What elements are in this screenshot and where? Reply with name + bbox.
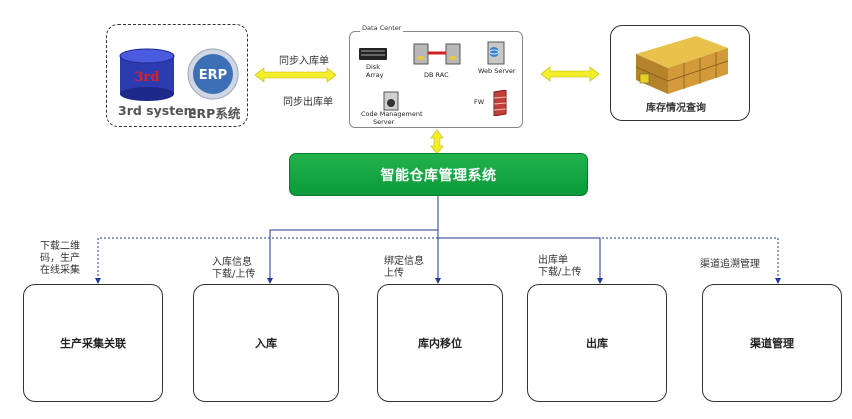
smart-wms-label: 智能仓库管理系统 [380,167,497,184]
sync-double-arrow [254,67,337,83]
module-production-link: 生产采集关联 [23,284,163,402]
sync-outbound-label: 同步出库单 [283,97,333,108]
smart-wms-bar: 智能仓库管理系统 [289,153,588,196]
flow-label-inbound: 入库信息下载/上传 [212,257,256,280]
external-system-panel [106,24,248,127]
db-rac-icon [413,43,461,65]
sync-inbound-label: 同步入库单 [279,56,329,67]
module-inbound: 入库 [193,284,339,402]
flow-label-channel: 渠道追溯管理 [700,259,760,270]
query-double-arrow [540,66,600,82]
data-center-title: Data Center [360,24,404,32]
flow-connectors [95,196,781,284]
module-in-warehouse-move: 库内移位 [377,284,503,402]
erp-system-label: ERP系统 [188,106,241,121]
db-badge-text: 3rd [135,70,160,85]
web-server-label: Web Server [478,67,516,75]
web-server-icon [487,41,505,65]
module-outbound: 出库 [527,284,667,402]
warehouse-query-label: 库存情况查询 [646,103,706,114]
erp-icon: ERP [187,48,239,100]
firewall-label: FW [474,98,485,106]
code-server-icon [383,91,399,111]
firewall-icon [493,90,507,116]
module-channel-management: 渠道管理 [702,284,842,402]
flow-label-production: 下载二维码，生产在线采集 [40,241,80,276]
db-rac-label: DB RAC [424,71,449,79]
flow-label-move: 绑定信息上传 [384,256,424,279]
erp-badge-text: ERP [199,68,227,83]
vertical-double-arrow [430,129,444,155]
disk-array-icon [359,48,387,60]
third-system-label: 3rd system [118,103,197,118]
warehouse-shelves-icon [636,36,728,94]
flow-label-outbound: 出库单下载/上传 [538,255,582,278]
database-icon: 3rd [119,48,175,101]
